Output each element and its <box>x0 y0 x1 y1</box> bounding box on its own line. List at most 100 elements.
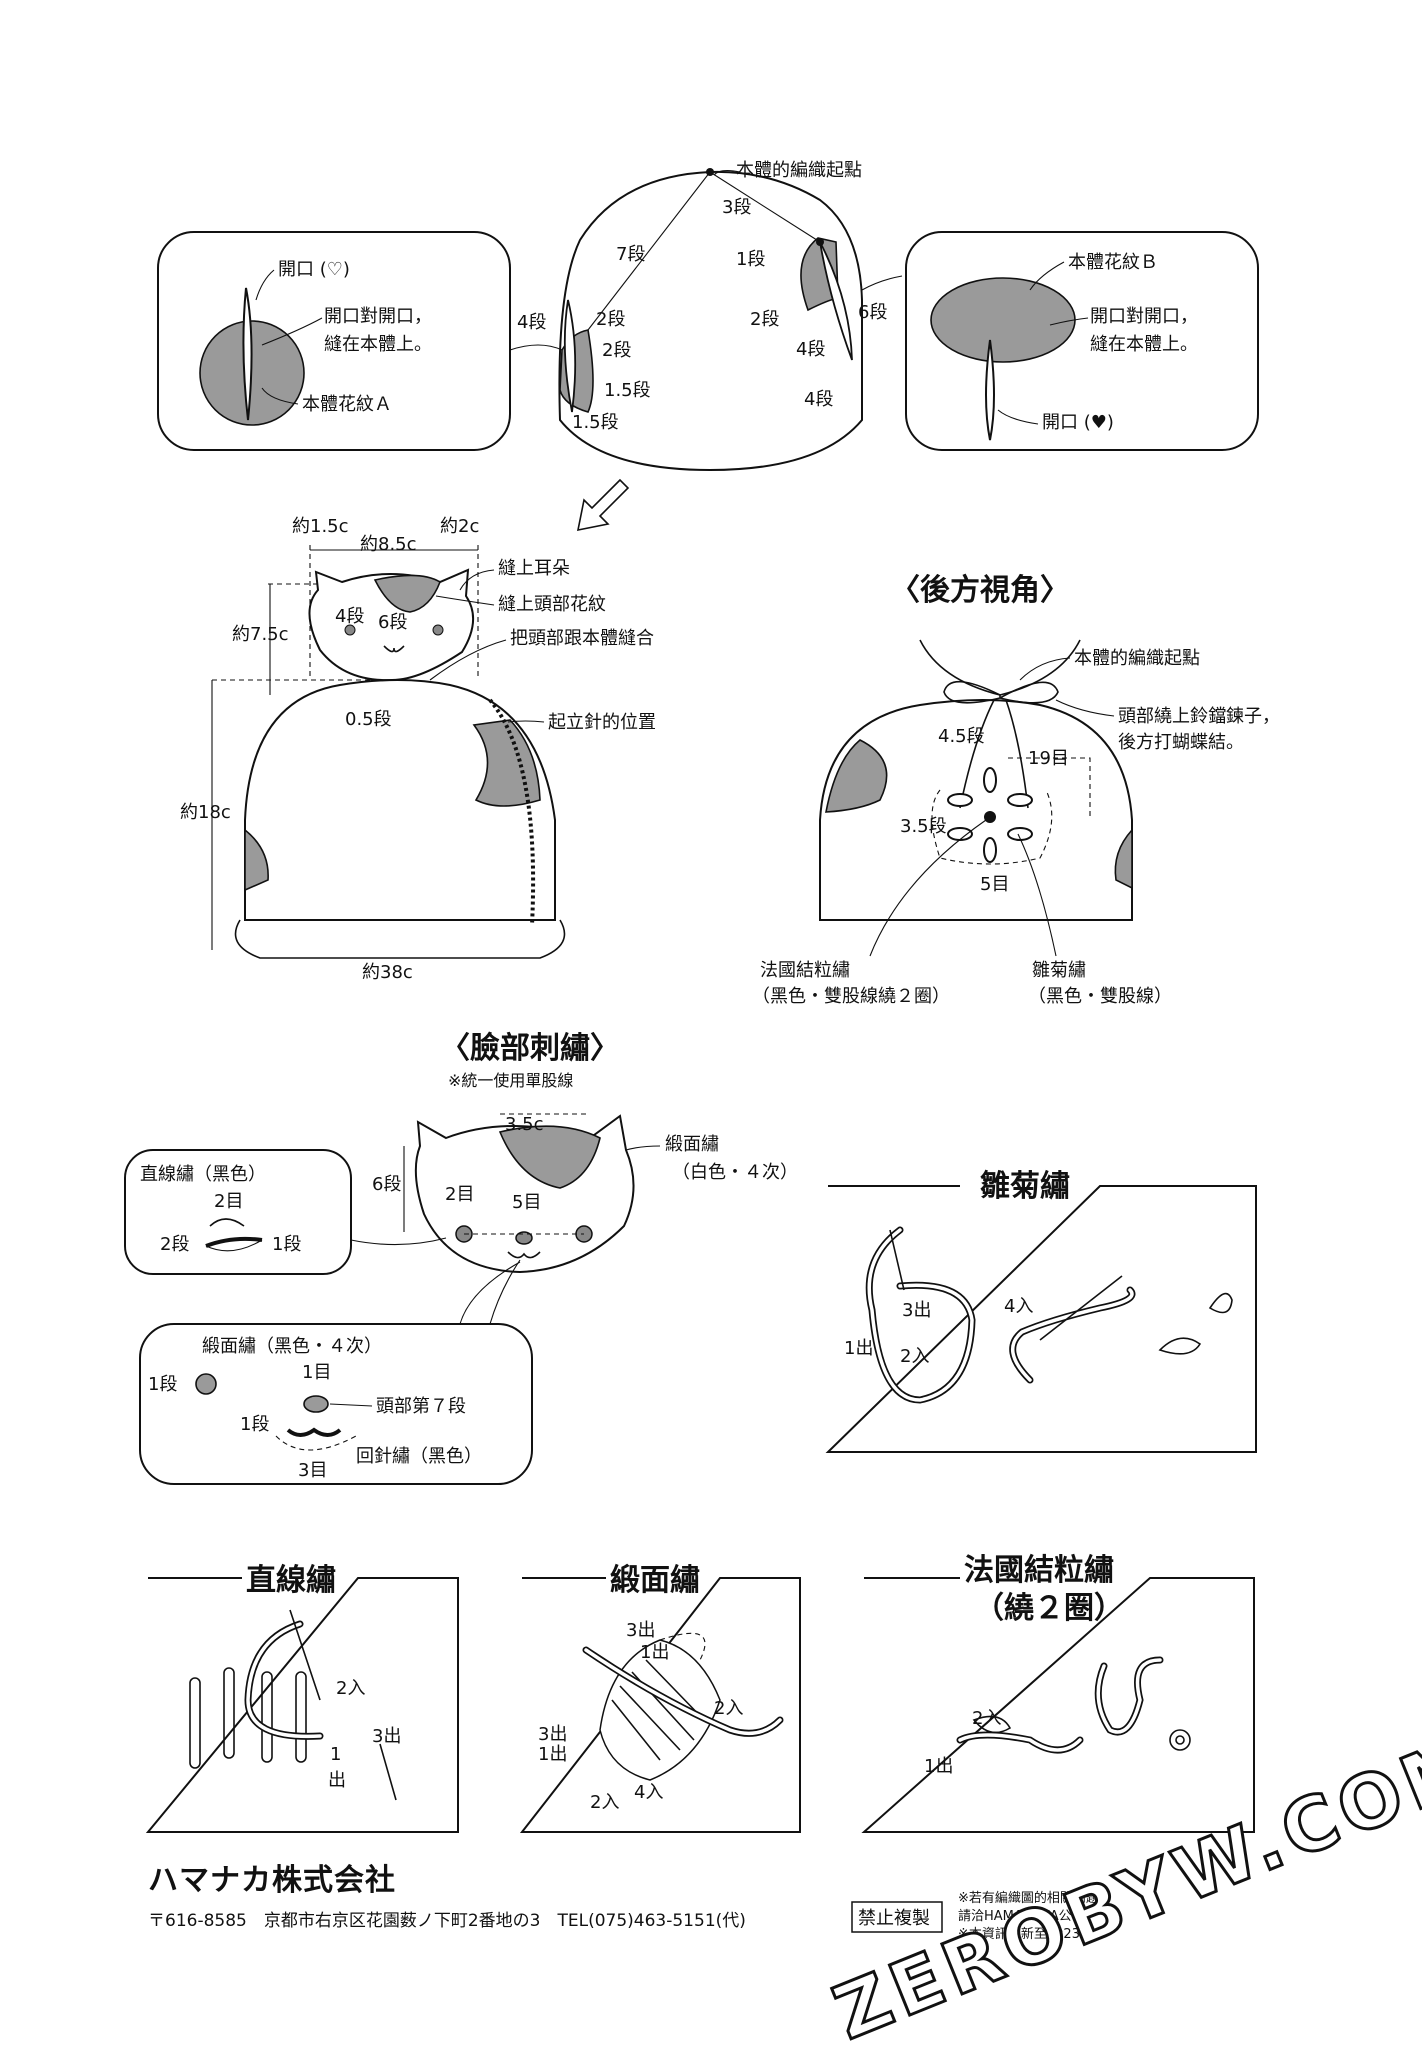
base-ring <box>234 919 566 959</box>
back-view-section: 〈後方視角〉 本體的編織起點 頭部繞上鈴鐺鍊子， 後方打蝴蝶結。 4.5段 19… <box>752 573 1280 1007</box>
sb-1dan2: 1段 <box>240 1414 269 1435</box>
r3-label: 3段 <box>722 197 751 218</box>
pattern-b-ellipse <box>930 277 1076 363</box>
r2c-label: 2段 <box>750 309 779 330</box>
satin-in2: 2入 <box>714 1698 743 1719</box>
straight-box: 直線繡 2入 3出 1 出 <box>145 1563 459 1833</box>
straight-in2: 2入 <box>336 1678 365 1699</box>
daisy-stitch-flower <box>947 767 1033 863</box>
sb-1me: 1目 <box>302 1362 331 1383</box>
r2b-label: 2段 <box>602 340 631 361</box>
rp-pattern: 本體花紋Ｂ <box>1068 252 1158 273</box>
satin-out1b: 1出 <box>538 1744 567 1765</box>
st-1dan: 1段 <box>272 1234 301 1255</box>
face-section: 〈臉部刺繡〉 ※統一使用單股線 3.5c 6段 緞面繡 （白色・４次） 2目 5… <box>124 1031 798 1485</box>
daisy1-label: 雛菊繡 <box>1032 960 1086 981</box>
head-r7-label: 頭部第７段 <box>376 1396 466 1417</box>
rp-opening: 開口 (♥) <box>1042 412 1114 433</box>
note3: ※本資訊更新至2023年 <box>958 1926 1093 1942</box>
satin-out1a: 1出 <box>640 1642 669 1663</box>
rp-sew2: 縫在本體上。 <box>1090 334 1198 355</box>
head-r6: 6段 <box>378 612 407 633</box>
lp-sew2: 縫在本體上。 <box>324 334 432 355</box>
cat-body <box>244 679 556 921</box>
sb-1dan: 1段 <box>148 1374 177 1395</box>
daisy-out3: 3出 <box>902 1300 931 1321</box>
st-2me: 2目 <box>214 1191 243 1212</box>
note2: 請洽HAMANAKA公司。 <box>958 1909 1098 1924</box>
sew-ears-label: 縫上耳朵 <box>498 558 570 579</box>
width-dim: 約8.5c <box>360 534 417 555</box>
satin-box: 緞面繡 3出 1出 2入 3出 1出 2入 4入 <box>519 1563 801 1833</box>
satin-in4: 4入 <box>634 1782 663 1803</box>
french-box: 法國結粒繡 （繞２圈） 2入 1出 <box>861 1553 1255 1833</box>
nose-panel <box>139 1323 533 1485</box>
down-left-arrow-icon <box>576 478 630 532</box>
assembly-section: 約1.5c 約8.5c 約2c 4段 6段 縫上耳朵 縫上頭部花紋 把頭部跟本體… <box>180 516 656 983</box>
satin-out3a: 3出 <box>626 1620 655 1641</box>
s5-label: 5目 <box>980 874 1009 895</box>
r4b-label: 4段 <box>796 339 825 360</box>
r05-label: 0.5段 <box>345 709 392 730</box>
face-s5-label: 5目 <box>512 1192 541 1213</box>
face-s3-label: 3目 <box>298 1460 327 1481</box>
face-s2-label: 2目 <box>445 1184 474 1205</box>
face-title: 〈臉部刺繡〉 <box>440 1031 620 1066</box>
copy-stamp: 禁止複製 <box>858 1908 930 1929</box>
ear-right-dim: 約2c <box>440 516 479 537</box>
note1: ※若有編織圖的相關問題， <box>958 1890 1112 1906</box>
bell2-label: 後方打蝴蝶結。 <box>1118 732 1244 753</box>
r4a-label: 4段 <box>517 312 546 333</box>
satin-out3b: 3出 <box>538 1724 567 1745</box>
french2-label: （黑色・雙股線繞２圈） <box>752 986 950 1007</box>
join-label: 把頭部跟本體縫合 <box>510 628 654 649</box>
lp-opening: 開口 (♡) <box>278 259 350 280</box>
daisy-box: 雛菊繡 3出 4入 1出 2入 <box>825 1169 1257 1453</box>
back-start-label: 本體的編織起點 <box>1074 648 1200 669</box>
daisy-out1: 1出 <box>844 1338 873 1359</box>
circumference-dim: 約38c <box>362 962 413 983</box>
french-in2: 2入 <box>972 1708 1001 1729</box>
daisy-in4: 4入 <box>1004 1296 1033 1317</box>
back-title: 〈後方視角〉 <box>890 573 1070 608</box>
sew-pattern-label: 縫上頭部花紋 <box>498 594 606 615</box>
company-name: ハマナカ株式会社 <box>148 1863 396 1898</box>
daisy-in2: 2入 <box>900 1346 929 1367</box>
top-section: 開口 (♡) 開口對開口， 縫在本體上。 本體花紋Ａ 本體的編織起點 3段 7段… <box>157 160 1259 532</box>
right-panel <box>905 231 1259 451</box>
face-r6-label: 6段 <box>372 1174 401 1195</box>
opening-slit-icon <box>242 287 253 421</box>
daisy-box-title: 雛菊繡 <box>980 1169 1070 1204</box>
bell1-label: 頭部繞上鈴鐺鍊子， <box>1118 706 1280 727</box>
chain-pos-label: 起立針的位置 <box>548 712 656 733</box>
rp-sew1: 開口對開口， <box>1090 306 1198 327</box>
lp-sew1: 開口對開口， <box>324 306 432 327</box>
straight-title: 直線繡（黑色） <box>140 1164 266 1185</box>
satin-in2b: 2入 <box>590 1792 619 1813</box>
r1-label: 1段 <box>736 249 765 270</box>
bag-outline <box>558 170 863 472</box>
daisy2-label: （黑色・雙股線） <box>1028 986 1172 1007</box>
r45-label: 4.5段 <box>938 726 985 747</box>
face-subtitle: ※統一使用單股線 <box>448 1071 573 1090</box>
straight-out1a: 1 <box>330 1744 341 1765</box>
french-title1: 法國結粒繡 <box>964 1553 1114 1588</box>
satin-black-label: 緞面繡（黑色・４次） <box>202 1336 382 1357</box>
watermark: ZEROBYW.COM <box>823 1718 1422 2048</box>
body-height-dim: 約18c <box>180 802 231 823</box>
french1-label: 法國結粒繡 <box>760 960 850 981</box>
french-out1: 1出 <box>924 1756 953 1777</box>
satin-white1-label: 緞面繡 <box>665 1134 719 1155</box>
straight-box-title: 直線繡 <box>246 1563 336 1598</box>
r35-label: 3.5段 <box>900 816 947 837</box>
satin-box-title: 緞面繡 <box>610 1563 700 1598</box>
footer: ハマナカ株式会社 〒616-8585 京都市右京区花園薮ノ下町2番地の3 TEL… <box>148 1717 1422 2048</box>
opening-slit-icon-2 <box>985 339 995 441</box>
backstitch-label: 回針繡（黑色） <box>356 1446 482 1467</box>
r15b-label: 1.5段 <box>572 412 619 433</box>
satin-white2-label: （白色・４次） <box>672 1162 798 1183</box>
straight-out3: 3出 <box>372 1726 401 1747</box>
r7-label: 7段 <box>616 244 645 265</box>
straight-panel <box>124 1149 352 1275</box>
